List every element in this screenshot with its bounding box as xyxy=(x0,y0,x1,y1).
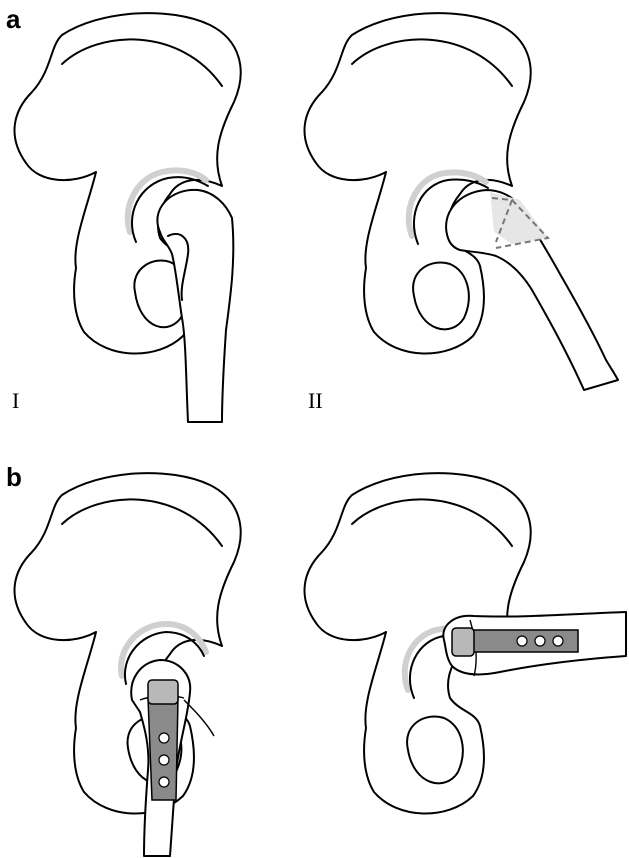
panel-label-a: a xyxy=(6,4,21,34)
pelvis-a-II xyxy=(305,13,531,353)
pelvis-b-left xyxy=(15,473,241,813)
plate-b-left xyxy=(148,680,178,800)
panel-label-b: b xyxy=(6,462,22,492)
label-I: I xyxy=(12,388,19,413)
plate-b-right xyxy=(452,628,578,656)
label-II: II xyxy=(308,388,323,413)
